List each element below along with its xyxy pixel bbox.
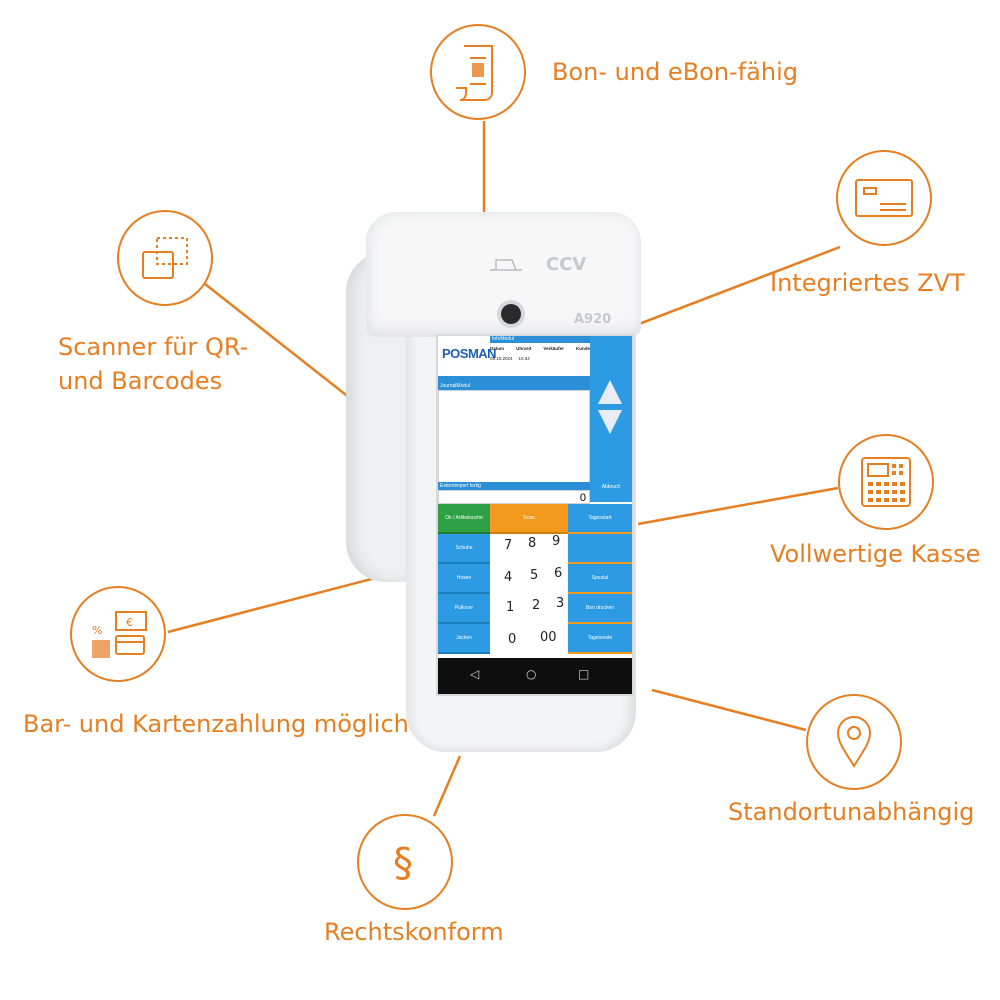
model-label: A920 (574, 312, 612, 327)
screen-top-right-button[interactable] (590, 336, 632, 376)
key-7[interactable]: 7 (504, 538, 513, 553)
info-col: Kunde (575, 346, 590, 351)
scanner-icon (117, 210, 213, 306)
feature-label-bon: Bon- und eBon-fähig (552, 58, 798, 86)
location-pin-icon (806, 694, 902, 790)
key-2[interactable]: 2 (532, 598, 541, 613)
feature-label-zahlung: Bar- und Kartenzahlung möglich (23, 710, 409, 738)
posman-logo-text: POSMAN (442, 346, 497, 361)
feature-label-zvt: Integriertes ZVT (770, 269, 965, 297)
info-date: 09.10.2024 (490, 356, 513, 361)
day-end-button[interactable]: Tagesende (568, 624, 632, 654)
feature-label-scanner: Scanner für QR- und Barcodes (58, 330, 248, 398)
brand-logo: CCV (546, 254, 587, 275)
print-receipt-button[interactable]: Bon drucken (568, 594, 632, 624)
key-4[interactable]: 4 (504, 570, 513, 585)
status-bar: Externimport fertig (438, 482, 590, 490)
key-00[interactable]: 00 (540, 630, 557, 645)
scanner-label-line-1: Scanner für QR- (58, 333, 249, 361)
info-module: InfoModul Datum Uhrzeit Verkäufer Kunde … (490, 336, 632, 376)
back-icon[interactable]: ◁ (470, 667, 480, 681)
svg-text:%: % (92, 624, 102, 637)
scanner-label-line-2: und Barcodes (58, 367, 223, 395)
posman-logo: POSMAN (438, 336, 497, 376)
cash-card-payment-icon: € % (70, 586, 166, 682)
key-9[interactable]: 9 (552, 534, 561, 549)
info-module-title: InfoModul (490, 336, 592, 343)
info-columns: Datum Uhrzeit Verkäufer Kunde (490, 346, 590, 351)
info-col: Datum (490, 346, 505, 351)
key-0[interactable]: 0 (508, 632, 517, 647)
receipt-slot-icon (490, 259, 522, 271)
info-values: 09.10.2024 10:34 (490, 356, 530, 361)
category-button[interactable]: Pullover (438, 594, 490, 624)
screen-bar (438, 376, 590, 383)
key-8[interactable]: 8 (528, 536, 537, 551)
info-time: 10:34 (518, 356, 530, 361)
feature-label-kasse: Vollwertige Kasse (770, 540, 981, 568)
key-5[interactable]: 5 (530, 568, 539, 583)
device-screen: POSMAN InfoModul Datum Uhrzeit Verkäufer… (436, 334, 634, 696)
key-1[interactable]: 1 (506, 600, 515, 615)
category-button[interactable]: Schuhe (438, 534, 490, 564)
journal-area (438, 390, 590, 484)
special-button[interactable]: Spezial (568, 564, 632, 594)
android-nav-bar: ◁ ○ □ (438, 658, 632, 694)
function-button[interactable] (568, 534, 632, 564)
paragraph-icon: § (357, 814, 453, 910)
key-3[interactable]: 3 (556, 596, 565, 611)
front-camera (501, 304, 521, 324)
scan-button[interactable]: Scan (490, 504, 568, 534)
svg-text:§: § (393, 840, 413, 886)
feature-label-standort: Standortunabhängig (728, 798, 975, 826)
recents-icon[interactable]: □ (578, 667, 590, 681)
home-icon[interactable]: ○ (526, 667, 537, 681)
svg-text:€: € (126, 616, 133, 629)
keypad-grid: Ok / Artikelsuche Schuhe Hosen Pullover … (438, 504, 632, 656)
info-col: Verkäufer (543, 346, 564, 351)
journal-module-title: JournalModul (438, 383, 590, 390)
abort-button[interactable]: Abbruch (590, 472, 632, 502)
cash-register-icon (838, 434, 934, 530)
category-button[interactable]: Hosen (438, 564, 490, 594)
category-button[interactable]: Jacken (438, 624, 490, 654)
day-start-button[interactable]: Tagesstart (568, 504, 632, 534)
scroll-down-button[interactable] (598, 410, 622, 434)
scroll-up-button[interactable] (598, 380, 622, 404)
payment-terminal-device: CCV A920 POSMAN InfoModul Datum Uhrzeit … (346, 212, 646, 757)
amount-display: 0 (438, 490, 590, 504)
card-terminal-icon (836, 150, 932, 246)
search-button[interactable]: Ok / Artikelsuche (438, 504, 490, 534)
feature-label-recht: Rechtskonform (324, 918, 504, 946)
receipt-qr-icon (430, 24, 526, 120)
info-col: Uhrzeit (516, 346, 532, 351)
key-6[interactable]: 6 (554, 566, 563, 581)
